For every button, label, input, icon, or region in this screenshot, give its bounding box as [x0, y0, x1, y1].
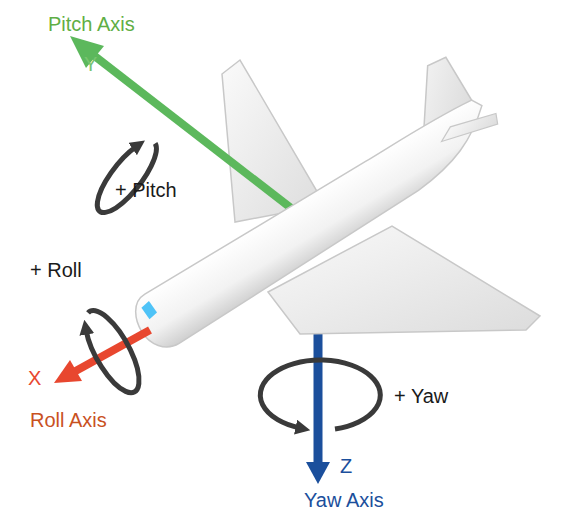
axis-letter: Y [84, 52, 97, 76]
axis-name: Yaw Axis [304, 488, 384, 512]
axis-name: Roll Axis [30, 408, 107, 432]
axis-letter: X [28, 366, 41, 390]
rotation-label: + Pitch [115, 178, 177, 202]
rotation-label: + Roll [30, 258, 82, 282]
axis-name: Pitch Axis [48, 12, 135, 36]
yaw-rotation-arrow [260, 360, 380, 429]
pitch-rotation-arrow [88, 133, 166, 221]
axis-letter: Z [340, 454, 352, 478]
rotation-label: + Yaw [394, 384, 448, 408]
roll-rotation-arrow [75, 303, 149, 400]
near-wing [268, 226, 540, 334]
